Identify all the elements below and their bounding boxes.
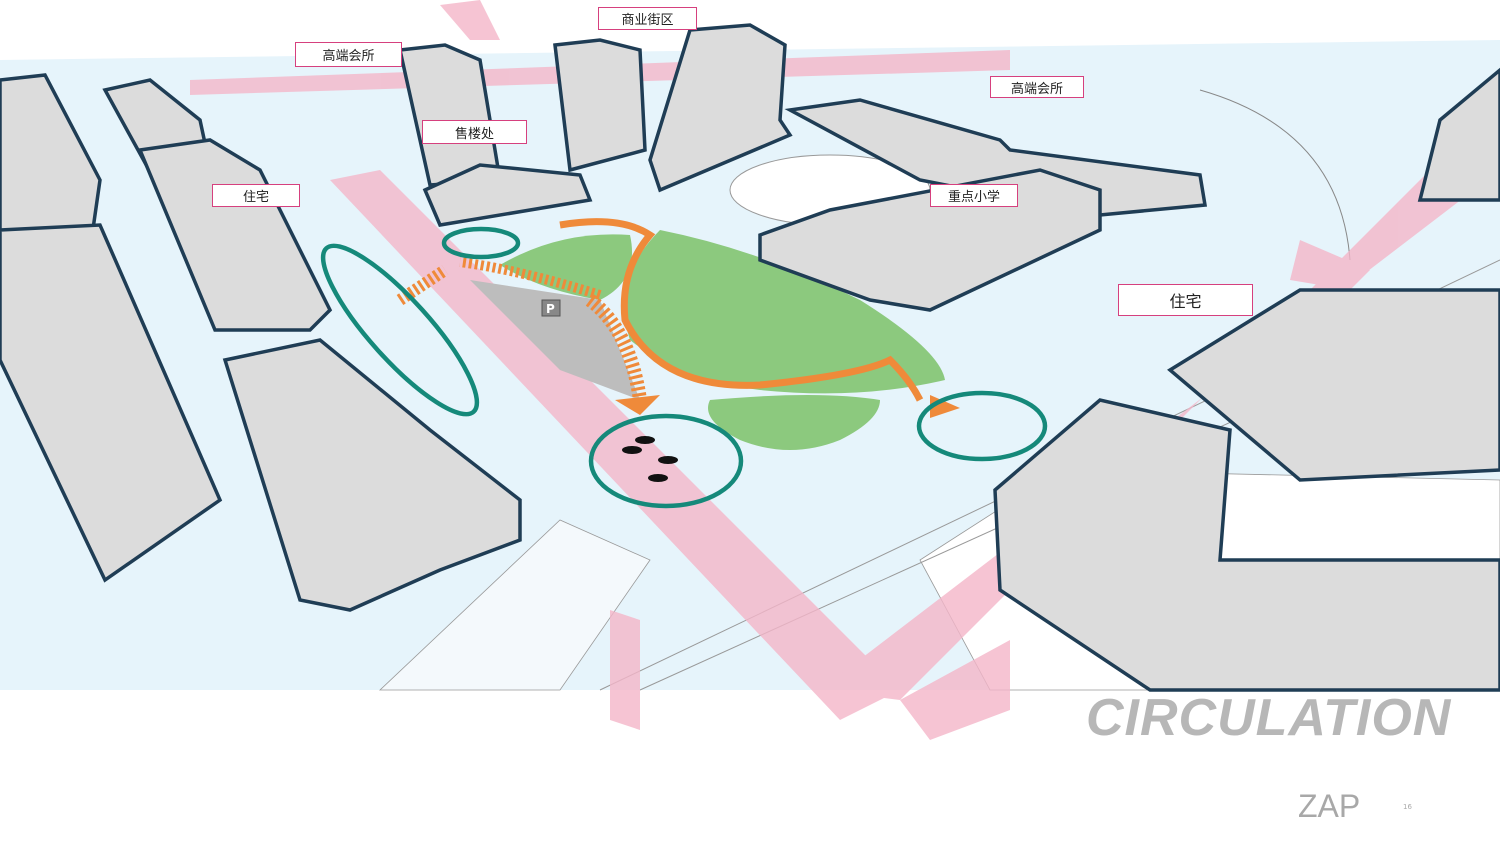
arrow-head xyxy=(615,395,660,415)
page-number: 16 xyxy=(1403,803,1412,811)
diagram-title: CIRCULATION xyxy=(1086,689,1452,747)
label-residential-left: 住宅 xyxy=(212,184,300,207)
parking-sign: P xyxy=(546,302,555,316)
buildings xyxy=(0,23,1500,692)
circulation-paths xyxy=(396,218,924,402)
brand-logo: ZAP xyxy=(1298,788,1361,824)
label-club-left: 高端会所 xyxy=(295,42,402,67)
label-club-right: 高端会所 xyxy=(990,76,1084,98)
label-residential-right: 住宅 xyxy=(1118,284,1253,316)
label-school: 重点小学 xyxy=(930,184,1018,207)
activity-nodes xyxy=(320,226,1048,509)
pedestrian-flow-arrows xyxy=(190,0,1500,740)
parking-sign-box xyxy=(541,299,561,317)
label-sales-office: 售楼处 xyxy=(422,120,527,144)
central-park xyxy=(500,230,945,450)
label-commercial: 商业街区 xyxy=(598,7,697,30)
car-icons xyxy=(622,436,678,482)
